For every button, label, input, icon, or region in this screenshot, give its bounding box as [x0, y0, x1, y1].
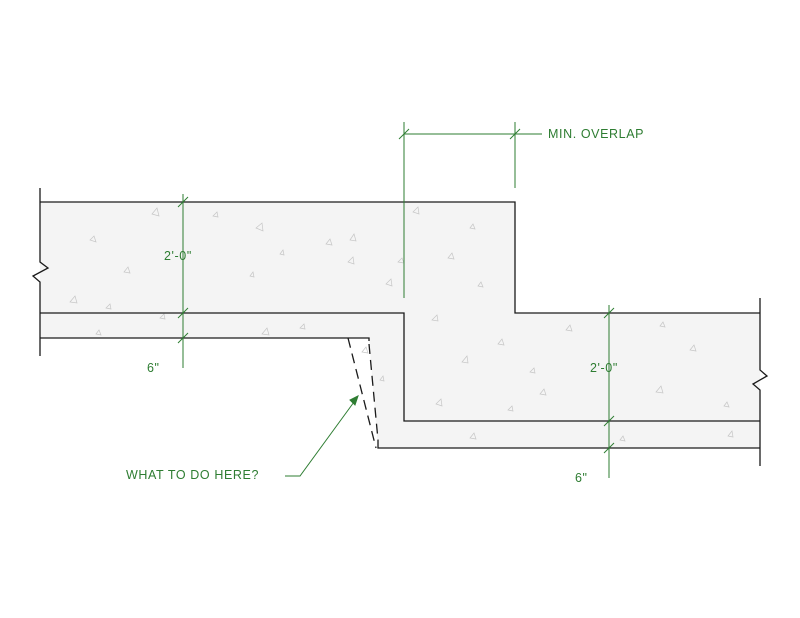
under-step-concrete — [369, 338, 404, 448]
question-dashed-edge-left — [347, 337, 377, 449]
lower-base-bottom — [377, 440, 760, 449]
leader-line — [285, 401, 355, 477]
upper-base-concrete — [40, 313, 404, 338]
right-thickness-dimensions: 2'-0" 6" — [575, 305, 618, 485]
left-slab-thickness-label: 2'-0" — [164, 249, 192, 263]
left-break-line — [31, 188, 50, 356]
left-base-thickness-label: 6" — [147, 361, 160, 375]
upper-slab-top-and-step — [40, 201, 760, 314]
right-break-line — [751, 298, 769, 466]
aggregate-symbols — [69, 206, 734, 442]
question-dashed-edge-right — [368, 343, 379, 441]
left-thickness-dimensions: 2'-0" 6" — [147, 194, 192, 375]
right-slab-thickness-label: 2'-0" — [590, 361, 618, 375]
upper-slab-bottom — [40, 312, 760, 422]
upper-slab-concrete — [40, 202, 760, 421]
footing-outline — [31, 188, 769, 466]
concrete-hatch-regions — [40, 202, 760, 448]
leader-arrowhead-icon — [349, 395, 359, 406]
question-label: WHAT TO DO HERE? — [126, 468, 259, 482]
min-overlap-dimension: MIN. OVERLAP — [398, 122, 644, 298]
right-base-thickness-label: 6" — [575, 471, 588, 485]
upper-base-bottom — [40, 337, 370, 341]
question-callout: WHAT TO DO HERE? — [126, 395, 359, 482]
min-overlap-label: MIN. OVERLAP — [548, 127, 644, 141]
lower-base-concrete — [404, 421, 760, 448]
